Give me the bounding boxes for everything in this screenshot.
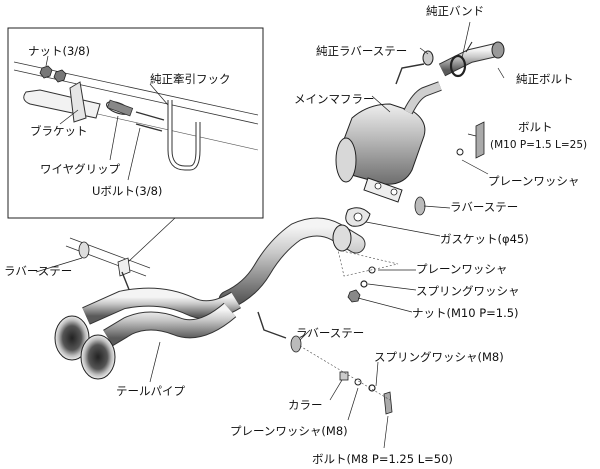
bolt-m10-icon (475, 121, 485, 159)
label-main-muffler: メインマフラー (294, 92, 375, 106)
bolt-m8-icon (383, 391, 393, 415)
label-genuine-bolt: 純正ボルト (516, 72, 574, 86)
label-plain-washer-m8: プレーンワッシャ(M8) (230, 424, 348, 438)
genuine-band-assembly (422, 41, 505, 78)
spring-washer-m8-icon (368, 384, 376, 392)
plain-washer-icon (456, 148, 464, 156)
plain-washer-stack-icon (368, 266, 376, 274)
label-inset-u-bolt: Uボルト(3/8) (92, 184, 163, 198)
label-inset-tow-hook: 純正牽引フック (150, 72, 231, 86)
inset-detail (7, 27, 264, 263)
u-bolt (135, 111, 165, 132)
label-bolt-m8: ボルト(M8 P=1.25 L=50) (312, 452, 453, 466)
collar-icon (339, 371, 349, 381)
label-plain-washer: プレーンワッシャ (488, 174, 580, 188)
tail-tip-lower (80, 334, 116, 380)
leader-lines (35, 21, 505, 449)
label-bolt-spec: (M10 P=1.5 L=25) (490, 139, 588, 151)
label-genuine-rubber-stay: 純正ラバーステー (316, 44, 408, 58)
rubber-stay-right-icon (414, 196, 426, 216)
vehicle-frame-left (65, 237, 151, 293)
rubber-stay-lower-icon (290, 335, 302, 353)
label-inset-nut: ナット(3/8) (28, 44, 90, 58)
spring-washer-icon (360, 280, 368, 288)
genuine-rubber-stay-icon (422, 50, 434, 66)
main-muffler (335, 63, 442, 203)
nut-m10-icon (347, 289, 361, 303)
label-gasket: ガスケット(φ45) (440, 232, 529, 246)
label-rubber-stay-left: ラバーステー (4, 264, 73, 278)
label-inset-wire-grip: ワイヤグリップ (40, 162, 121, 176)
inset-frame (7, 27, 264, 219)
inset-nut-icon (39, 65, 67, 83)
label-genuine-band: 純正バンド (426, 4, 485, 18)
left-rubber-stay (78, 241, 90, 259)
label-nut-m10: ナット(M10 P=1.5) (412, 306, 519, 320)
label-inset-bracket: ブラケット (30, 124, 88, 138)
label-tail-pipe: テールパイプ (116, 384, 185, 398)
label-rubber-stay: ラバーステー (450, 200, 519, 214)
label-spring-washer-m8: スプリングワッシャ(M8) (374, 350, 504, 364)
label-spring-washer: スプリングワッシャ (416, 284, 520, 298)
plain-washer-m8-icon (354, 378, 362, 386)
label-bolt: ボルト (518, 120, 553, 134)
genuine-band-icon (449, 54, 467, 78)
label-collar: カラー (288, 398, 323, 412)
label-rubber-stay-lower: ラバーステー (296, 326, 365, 340)
label-plain-washer-2: プレーンワッシャ (416, 262, 508, 276)
exhaust-pipe (54, 217, 366, 380)
fasteners-right (290, 121, 485, 415)
